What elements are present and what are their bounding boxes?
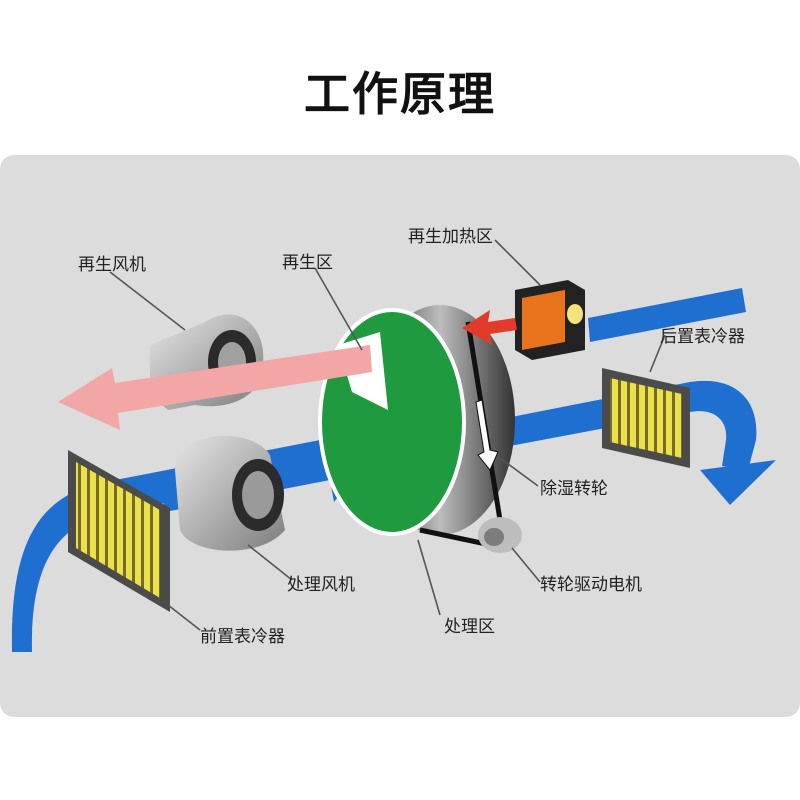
rotation-arrow [475,399,499,471]
process-outlet-arrow [700,460,776,505]
leader-regen-fan [109,271,186,331]
label-process-zone: 处理区 [444,617,495,637]
post-cooler-filter [602,368,690,468]
label-desiccant-wheel: 除湿转轮 [540,479,608,499]
leader-motor [511,547,541,583]
leader-regen-zone [314,267,363,351]
regen-inlet-duct [588,288,746,342]
leader-lines [109,239,666,631]
pre-cooler-filter [68,450,170,612]
label-pre-cooler: 前置表冷器 [200,627,285,647]
label-regen-fan: 再生风机 [78,255,146,275]
label-regen-zone: 再生区 [282,253,333,273]
page-title: 工作原理 [304,67,496,121]
leader-regen-heater [494,239,541,286]
leader-wheel [499,457,539,487]
regen-air-arrow [58,345,372,430]
label-regen-heater: 再生加热区 [408,227,493,247]
heater-icon [515,280,585,360]
leader-pre-cooler [167,604,201,631]
leader-process-zone [417,539,441,616]
leader-process-fan [247,544,293,581]
wheel-motor-icon [478,517,522,553]
leader-post-cooler [649,334,666,373]
heater-air-arrow [462,310,517,345]
label-wheel-motor: 转轮驱动电机 [540,575,642,595]
wheel-edge [318,308,466,536]
process-fan-icon [175,435,285,551]
label-process-fan: 处理风机 [287,575,355,595]
label-post-cooler: 后置表冷器 [660,327,745,347]
